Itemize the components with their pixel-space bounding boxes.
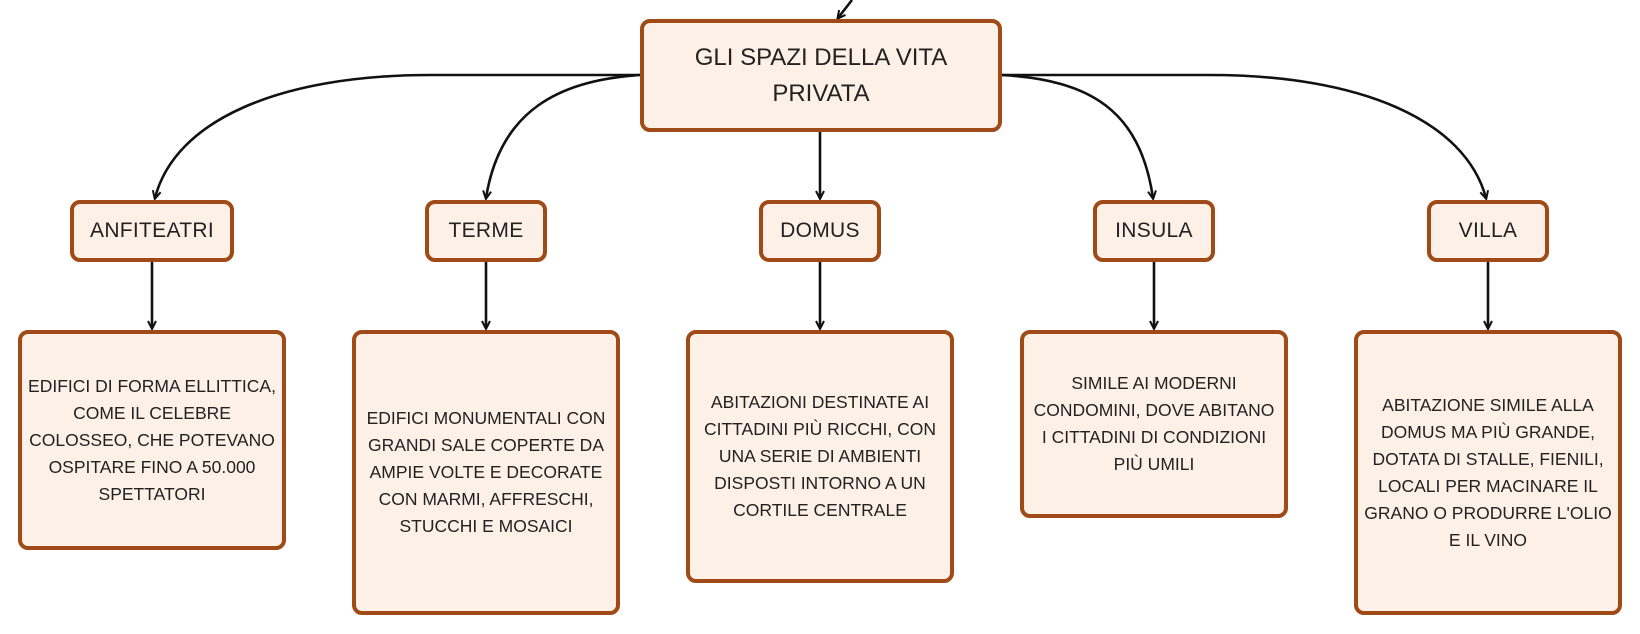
description-text-anfiteatri: EDIFICI DI FORMA ELLITTICA, COME IL CELE… <box>28 375 276 504</box>
category-label-terme: TERME <box>448 219 524 242</box>
edge-root-terme <box>486 73 641 198</box>
description-text-insula: SIMILE AI MODERNI CONDOMINI, DOVE ABITAN… <box>1033 373 1275 474</box>
category-node-anfiteatri[interactable]: ANFITEATRI <box>70 200 234 262</box>
category-label-villa: VILLA <box>1458 219 1518 242</box>
edge-root-anfiteatri <box>155 73 640 198</box>
description-node-domus[interactable]: ABITAZIONI DESTINATE AI CITTADINI PIÙ RI… <box>686 330 954 583</box>
category-node-insula[interactable]: INSULA <box>1093 200 1215 262</box>
description-node-villa[interactable]: ABITAZIONE SIMILE ALLA DOMUS MA PIÙ GRAN… <box>1354 330 1622 615</box>
description-text-terme: EDIFICI MONUMENTALI CON GRANDI SALE COPE… <box>366 408 606 536</box>
description-node-anfiteatri[interactable]: EDIFICI DI FORMA ELLITTICA, COME IL CELE… <box>18 330 286 550</box>
incoming-edge <box>838 0 854 18</box>
description-text-domus: ABITAZIONI DESTINATE AI CITTADINI PIÙ RI… <box>703 392 937 520</box>
description-node-terme[interactable]: EDIFICI MONUMENTALI CON GRANDI SALE COPE… <box>352 330 620 615</box>
description-node-insula[interactable]: SIMILE AI MODERNI CONDOMINI, DOVE ABITAN… <box>1020 330 1288 518</box>
category-label-anfiteatri: ANFITEATRI <box>90 219 214 242</box>
edge-root-insula <box>1001 73 1153 198</box>
root-node-label: GLI SPAZI DELLA VITA PRIVATA <box>694 43 948 107</box>
root-node[interactable]: GLI SPAZI DELLA VITA PRIVATA <box>640 19 1002 132</box>
category-node-villa[interactable]: VILLA <box>1427 200 1549 262</box>
category-node-terme[interactable]: TERME <box>425 200 547 262</box>
category-label-domus: DOMUS <box>780 219 860 242</box>
category-node-domus[interactable]: DOMUS <box>759 200 881 262</box>
edge-root-villa <box>1002 73 1486 198</box>
category-label-insula: INSULA <box>1115 219 1193 242</box>
description-text-villa: ABITAZIONE SIMILE ALLA DOMUS MA PIÙ GRAN… <box>1364 394 1612 550</box>
